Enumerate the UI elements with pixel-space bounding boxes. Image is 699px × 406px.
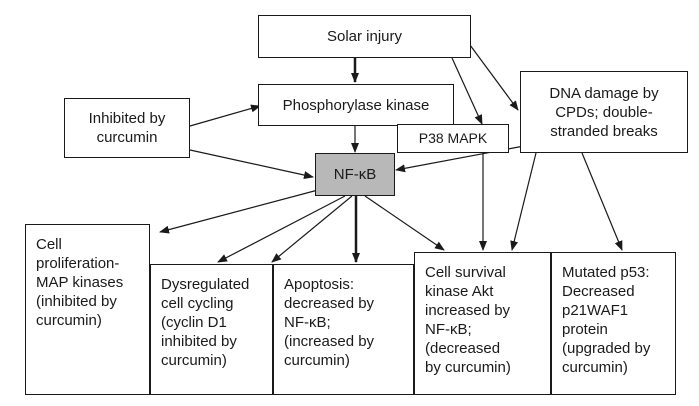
node-cell-survival: Cell survival kinase Akt increased by NF…: [414, 252, 551, 395]
node-dysregulated-cell-cycling: Dysregulated cell cycling (cyclin D1 inh…: [150, 264, 273, 395]
node-phosphorylase-kinase: Phosphorylase kinase: [258, 84, 454, 126]
arrow-curcumin-to-phosphorylase: [189, 104, 261, 127]
arrow-curcumin-to-nfkb: [189, 149, 314, 179]
arrow-nfkb-to-dysregulated: [217, 195, 346, 263]
node-dna-damage: DNA damage by CPDs; double- stranded bre…: [520, 71, 688, 153]
arrow-nfkb-to-apoptosis-1: [271, 195, 353, 263]
arrow-dna-to-p53: [581, 152, 623, 251]
node-apoptosis: Apoptosis: decreased by NF-κB; (increase…: [273, 264, 414, 395]
arrow-nfkb-to-survival: [364, 195, 445, 251]
arrow-solar-to-dna: [469, 44, 519, 111]
node-cell-proliferation: Cell proliferation- MAP kinases (inhibit…: [25, 224, 150, 395]
node-mutated-p53: Mutated p53: Decreased p21WAF1 protein (…: [551, 252, 676, 395]
arrow-nfkb-to-proliferation: [159, 189, 319, 234]
node-p38-mapk: P38 MAPK: [397, 124, 509, 153]
node-nf-kb: NF-κB: [315, 153, 395, 196]
node-solar-injury: Solar injury: [258, 15, 471, 58]
arrow-dna-to-survival: [510, 152, 537, 251]
arrow-solar-to-p38: [451, 57, 483, 125]
node-inhibited-by-curcumin: Inhibited by curcumin: [64, 98, 190, 158]
